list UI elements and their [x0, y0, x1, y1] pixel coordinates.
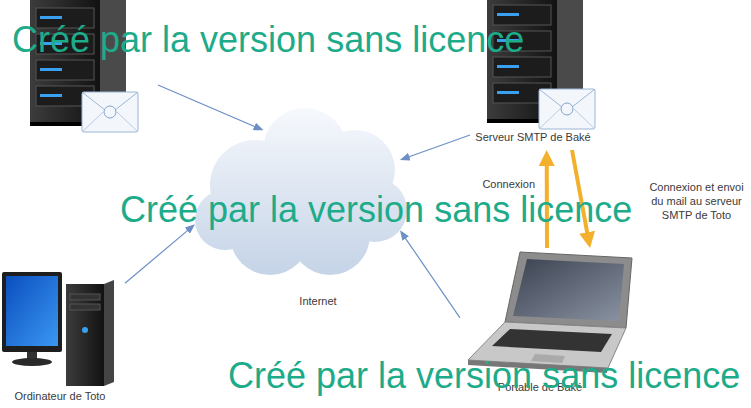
monitor-screen	[6, 276, 58, 346]
tower-button	[82, 327, 88, 333]
laptop-lid	[505, 252, 632, 328]
mail-server-icon	[487, 0, 595, 129]
tower-drive	[70, 304, 100, 310]
monitor-bezel	[2, 272, 62, 352]
laptop-screen	[513, 259, 624, 321]
watermark-text: Créé par la version sans licence	[228, 358, 740, 394]
tower-drive	[70, 294, 100, 300]
monitor-base	[12, 358, 52, 366]
edge-label: Connexion	[455, 177, 535, 191]
tower-side	[104, 280, 114, 386]
computer-node: Ordinateur de Toto	[0, 268, 125, 407]
network-arrow	[158, 85, 258, 128]
laptop-icon	[468, 252, 632, 373]
connector-arrow	[125, 228, 190, 283]
node-label: Ordinateur de Toto	[15, 389, 106, 403]
node-label: Internet	[299, 294, 336, 308]
watermark-text: Créé par la version sans licence	[120, 192, 632, 228]
watermark-text: Créé par la version sans licence	[12, 22, 524, 58]
edge-label: Connexion et envoi du mail au serveur SM…	[648, 180, 745, 222]
tower-front	[66, 284, 104, 386]
connector-arrow	[403, 235, 460, 318]
laptop-keyboard	[492, 329, 612, 352]
desktop-computer-icon	[2, 272, 114, 386]
connector-arrow	[406, 135, 470, 158]
node-label: Serveur SMTP de Baké	[475, 130, 590, 144]
mail-server-icon	[30, 0, 138, 132]
